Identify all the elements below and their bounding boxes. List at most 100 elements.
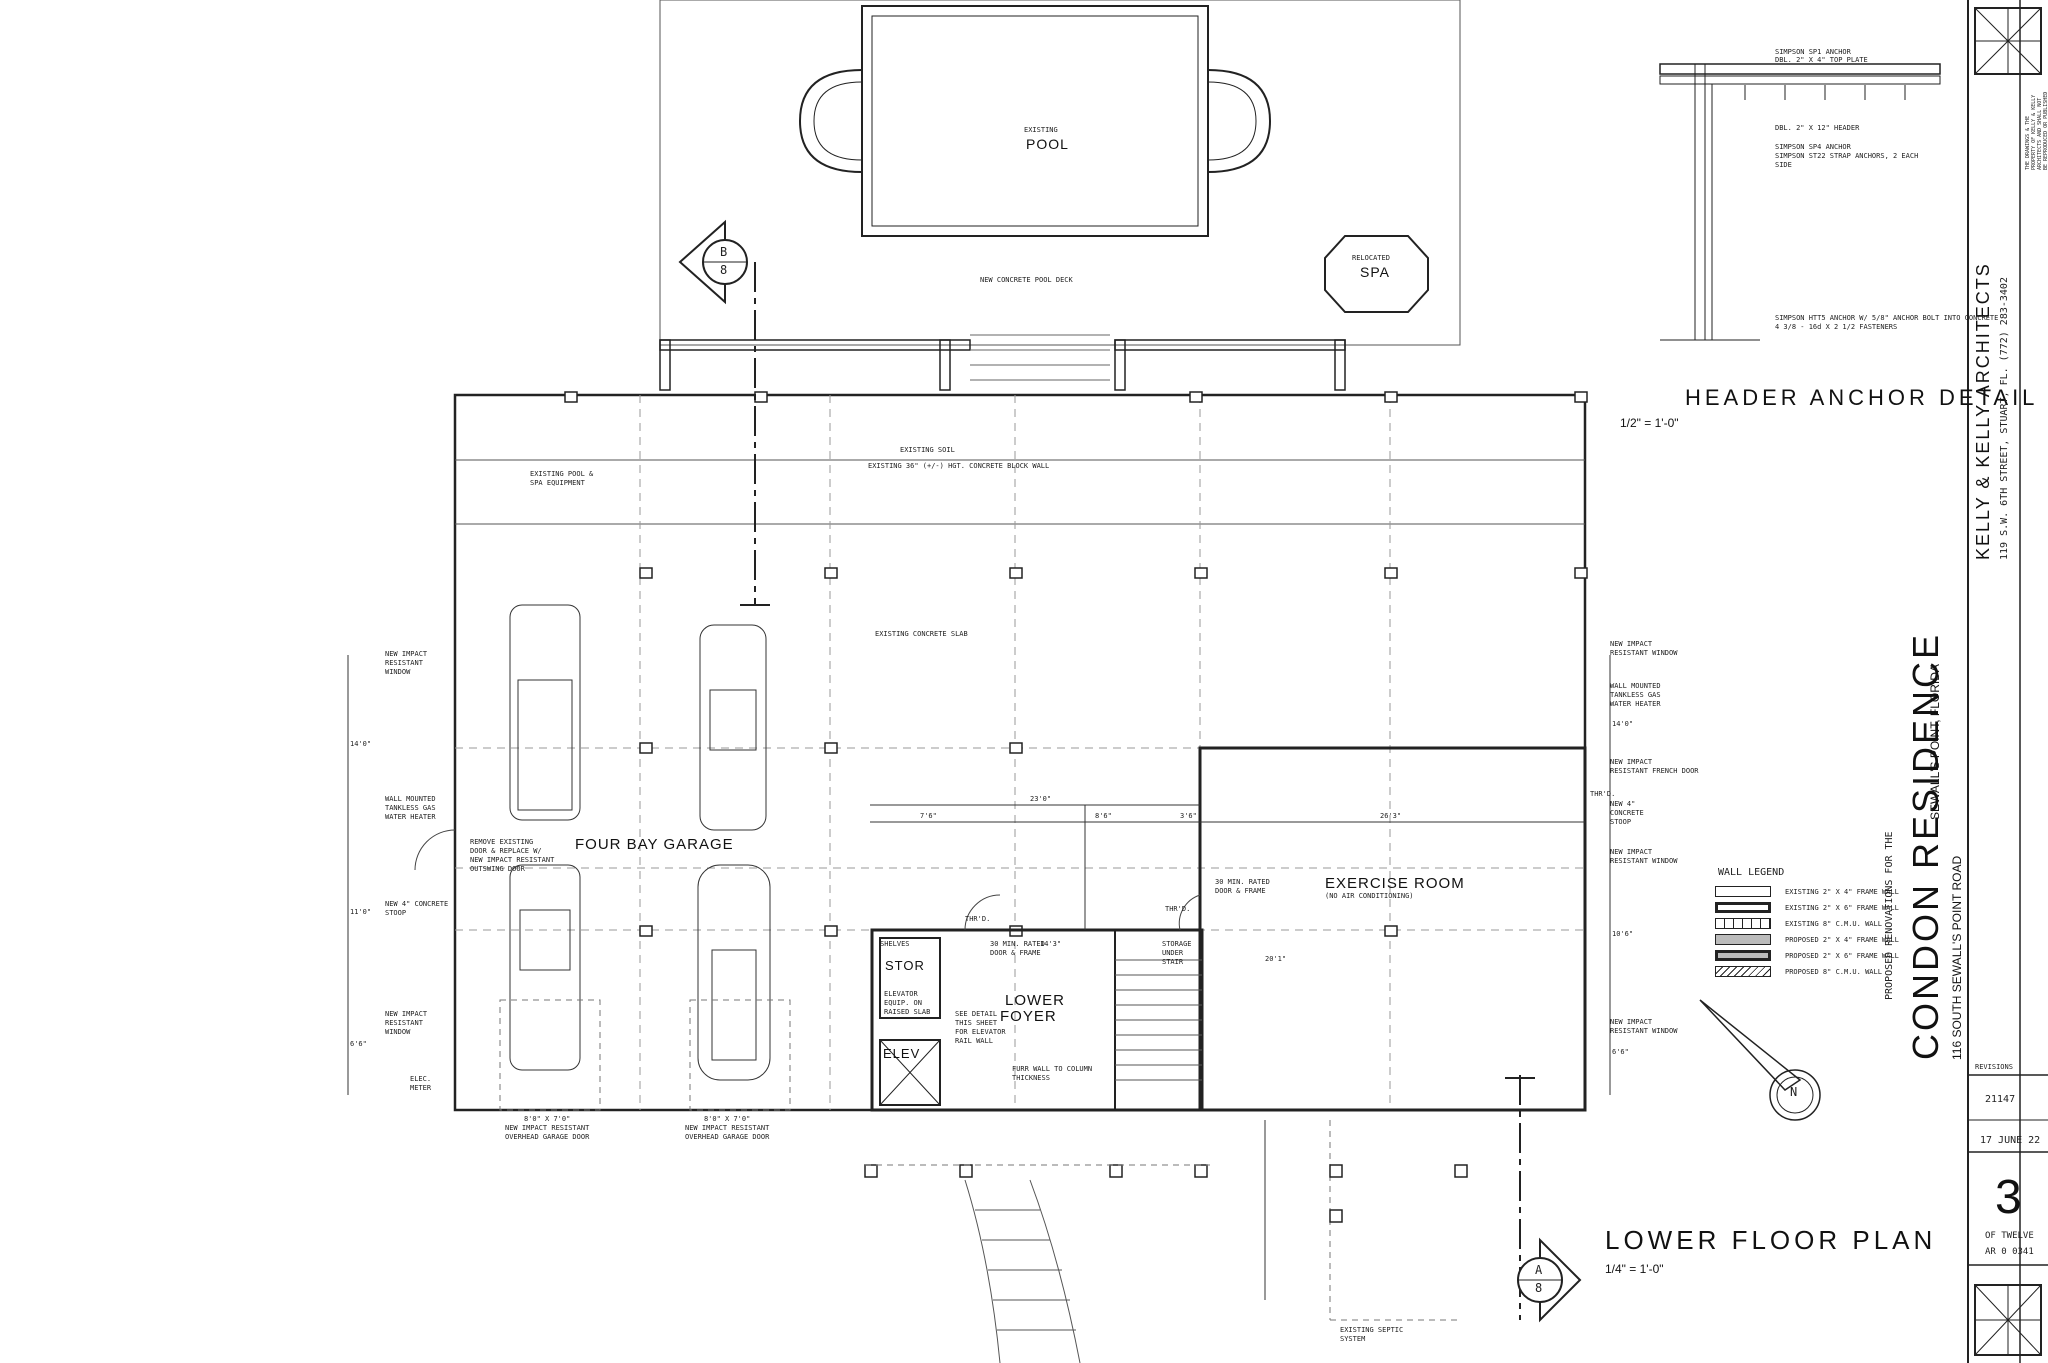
section-b-sheet: 8 xyxy=(720,263,728,277)
header-note-4: SIMPSON SP4 ANCHOR xyxy=(1775,143,1851,151)
spa-label: RELOCATED xyxy=(1352,254,1390,262)
project-prefix: PROPOSED RENOVATIONS FOR THE xyxy=(1884,831,1895,1000)
note-thrd-2: THR'D. xyxy=(1165,905,1191,913)
header-detail-drawing xyxy=(1659,63,1941,341)
header-note-1: SIMPSON SP1 ANCHOR xyxy=(1775,48,1851,56)
pool-outline xyxy=(798,5,1272,237)
dim-7-6: 7'6" xyxy=(920,812,937,820)
dim-10-6-right: 10'6" xyxy=(1612,930,1634,938)
north-arrow-shape xyxy=(1699,999,1821,1121)
header-note-2: DBL. 2" X 4" TOP PLATE xyxy=(1775,56,1868,64)
note-furr-wall: FURR WALL TO COLUMN THICKNESS xyxy=(1012,1065,1093,1082)
dim-20-1: 20'1" xyxy=(1265,955,1287,963)
project-address: 116 SOUTH SEWALL'S POINT ROAD xyxy=(1950,855,1964,1060)
note-elec-meter: ELEC. METER xyxy=(410,1075,432,1092)
note-window-left-top: NEW IMPACT RESISTANT WINDOW xyxy=(385,650,428,676)
note-window-right-mid: NEW IMPACT RESISTANT WINDOW xyxy=(1610,848,1678,865)
dim-14-0-right: 14'0" xyxy=(1612,720,1634,728)
legend-text-6: PROPOSED 8" C.M.U. WALL xyxy=(1785,967,1882,976)
pool-deck-label: NEW CONCRETE POOL DECK xyxy=(980,276,1073,284)
spa-outline xyxy=(1324,235,1429,313)
firm-address: 119 S.W. 6TH STREET, STUART, FL. (772) 2… xyxy=(1999,277,2010,560)
note-storage-stair: STORAGE UNDER STAIR xyxy=(1162,940,1192,966)
dim-14-0-left: 14'0" xyxy=(350,740,372,748)
room-elev: ELEV xyxy=(883,1046,921,1061)
legend-text-4: PROPOSED 2" X 4" FRAME WALL xyxy=(1785,935,1899,944)
note-stoop-left: NEW 4" CONCRETE STOOP xyxy=(385,900,449,917)
license-number: AR 0 0341 xyxy=(1985,1247,2034,1257)
dim-6-6-right: 6'6" xyxy=(1612,1048,1629,1056)
legend-swatch-6 xyxy=(1715,966,1771,977)
note-shelves: SHELVES xyxy=(880,940,910,948)
room-exercise-note: (NO AIR CONDITIONING) xyxy=(1325,892,1414,900)
note-rated-door-1: 30 MIN. RATED DOOR & FRAME xyxy=(990,940,1045,957)
copyright-note: THE DRAWINGS & THE PROPERTY OF KELLY & K… xyxy=(2025,91,2048,170)
pool-name: POOL xyxy=(1026,136,1069,152)
note-thrd-3: THR'D. xyxy=(1590,790,1616,798)
sheet-number: 3 xyxy=(1995,1171,2026,1224)
plan-title: LOWER FLOOR PLAN xyxy=(1605,1225,1937,1255)
spa-name: SPA xyxy=(1360,264,1390,280)
note-rated-door-2: 30 MIN. RATED DOOR & FRAME xyxy=(1215,878,1270,895)
legend-title: WALL LEGEND xyxy=(1718,867,1785,878)
header-note-7: 4 3/8 - 16d X 2 1/2 FASTENERS xyxy=(1775,323,1898,331)
sheet-date: 17 JUNE 22 xyxy=(1980,1135,2041,1146)
note-french-door: NEW IMPACT RESISTANT FRENCH DOOR xyxy=(1610,758,1699,775)
note-remove-door: REMOVE EXISTING DOOR & REPLACE W/ NEW IM… xyxy=(470,838,555,873)
dim-14-3: 14'3" xyxy=(1040,940,1062,948)
revisions-label: REVISIONS xyxy=(1975,1063,2013,1071)
dim-26-3: 26'3" xyxy=(1380,812,1402,820)
room-exercise: EXERCISE ROOM xyxy=(1325,875,1465,892)
header-note-5: SIMPSON ST22 STRAP ANCHORS, 2 EACH SIDE xyxy=(1775,152,1919,169)
note-garage-door-1: 8'0" X 7'0" NEW IMPACT RESISTANT OVERHEA… xyxy=(505,1115,590,1141)
pool-label: EXISTING xyxy=(1024,126,1058,134)
legend-swatch-1 xyxy=(1715,886,1771,897)
note-window-right-top: NEW IMPACT RESISTANT WINDOW xyxy=(1610,640,1678,657)
note-slab: EXISTING CONCRETE SLAB xyxy=(875,630,968,638)
note-window-right-bottom: NEW IMPACT RESISTANT WINDOW xyxy=(1610,1018,1678,1035)
job-number: 21147 xyxy=(1985,1094,2016,1105)
legend-text-2: EXISTING 2" X 6" FRAME WALL xyxy=(1785,903,1899,912)
room-stor: STOR xyxy=(885,958,925,973)
note-window-left-bottom: NEW IMPACT RESISTANT WINDOW xyxy=(385,1010,428,1036)
legend-row-2: EXISTING 2" X 6" FRAME WALL xyxy=(1715,902,1899,913)
header-detail-title: HEADER ANCHOR DETAIL xyxy=(1685,385,2039,410)
note-existing-soil: EXISTING SOIL xyxy=(900,446,955,454)
legend-row-4: PROPOSED 2" X 4" FRAME WALL xyxy=(1715,934,1899,945)
note-septic: EXISTING SEPTIC SYSTEM xyxy=(1340,1326,1404,1343)
dim-11-0-left: 11'0" xyxy=(350,908,372,916)
note-stoop-right: NEW 4" CONCRETE STOOP xyxy=(1610,800,1644,826)
legend-swatch-2 xyxy=(1715,902,1771,913)
plan-scale: 1/4" = 1'-0" xyxy=(1605,1262,1664,1276)
dim-3-6: 3'6" xyxy=(1180,812,1197,820)
note-elevator-equip: ELEVATOR EQUIP. ON RAISED SLAB xyxy=(884,990,931,1016)
legend-text-3: EXISTING 8" C.M.U. WALL xyxy=(1785,919,1882,928)
north-arrow-letter: N xyxy=(1790,1085,1798,1099)
legend-swatch-3 xyxy=(1715,918,1771,929)
note-pool-equipment: EXISTING POOL & SPA EQUIPMENT xyxy=(530,470,594,487)
section-a-sheet: 8 xyxy=(1535,1281,1543,1295)
note-water-heater-right: WALL MOUNTED TANKLESS GAS WATER HEATER xyxy=(1610,682,1661,708)
section-a-letter: A xyxy=(1535,1263,1543,1277)
header-detail-scale: 1/2" = 1'-0" xyxy=(1620,416,1679,430)
legend-swatch-4 xyxy=(1715,934,1771,945)
legend-row-6: PROPOSED 8" C.M.U. WALL xyxy=(1715,966,1882,977)
project-city: SEWALL'S POINT, FLORIDA xyxy=(1928,664,1942,820)
note-see-detail: SEE DETAIL THIS SHEET FOR ELEVATOR RAIL … xyxy=(955,1010,1006,1045)
dim-6-6-left: 6'6" xyxy=(350,1040,367,1048)
note-water-heater-left: WALL MOUNTED TANKLESS GAS WATER HEATER xyxy=(385,795,436,821)
legend-row-5: PROPOSED 2" X 6" FRAME WALL xyxy=(1715,950,1899,961)
firm-name: KELLY & KELLY ARCHITECTS xyxy=(1973,262,1993,560)
legend-row-3: EXISTING 8" C.M.U. WALL xyxy=(1715,918,1882,929)
legend-text-5: PROPOSED 2" X 6" FRAME WALL xyxy=(1785,951,1899,960)
sheet-of: OF TWELVE xyxy=(1985,1231,2034,1241)
dim-8-6: 8'6" xyxy=(1095,812,1112,820)
dim-23-0: 23'0" xyxy=(1030,795,1052,803)
legend-row-1: EXISTING 2" X 4" FRAME WALL xyxy=(1715,886,1899,897)
section-b-letter: B xyxy=(720,245,728,259)
garage-vehicles xyxy=(509,604,771,1081)
note-block-wall: EXISTING 36" (+/-) HGT. CONCRETE BLOCK W… xyxy=(868,462,1050,470)
room-foyer-2: FOYER xyxy=(1000,1008,1057,1025)
legend-swatch-5 xyxy=(1715,950,1771,961)
